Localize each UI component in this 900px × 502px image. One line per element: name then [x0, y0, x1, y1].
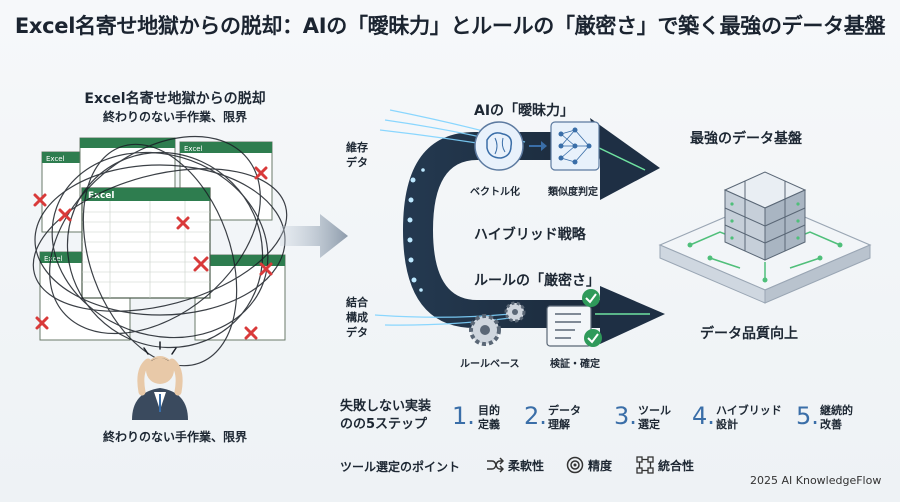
excel-window-label: Excel — [46, 155, 65, 163]
gear-icon — [469, 301, 526, 346]
svg-text:Excel: Excel — [184, 145, 203, 153]
step-text: 継続的 改善 — [820, 404, 853, 431]
server-stack-icon — [723, 171, 807, 261]
rule-base-label: ルールベース — [460, 359, 520, 370]
copyright: 2025 AI KnowledgeFlow — [750, 474, 882, 487]
brain-icon — [474, 121, 524, 171]
point-item: 精度 — [566, 455, 646, 475]
target-icon — [566, 456, 584, 474]
similarity-label: 類似度判定 — [548, 187, 598, 198]
hybrid-strategy-label: ハイブリッド戦略 — [474, 227, 586, 243]
point-label: 精度 — [588, 459, 613, 473]
point-label: 柔軟性 — [508, 459, 545, 473]
data-quality-label: データ品質向上 — [700, 326, 798, 342]
data-platform-illustration — [658, 171, 872, 304]
upper-arrow-head — [590, 118, 660, 200]
step-text: データ 理解 — [548, 404, 581, 431]
stressed-person-icon — [132, 341, 188, 420]
neural-network-icon — [550, 121, 600, 171]
step-text: ツール 選定 — [638, 404, 671, 431]
step-number: 1. — [452, 402, 475, 430]
verify-label: 検証・確定 — [550, 359, 600, 370]
integration-icon — [636, 456, 654, 474]
checklist-icon — [546, 289, 602, 347]
page-title: Excel名寄せ地獄からの脱却：AIの「曖昧力」とルールの「厳密さ」で築く最強の… — [14, 14, 886, 38]
svg-text:Excel: Excel — [44, 255, 63, 263]
lower-arrow-head — [600, 286, 665, 344]
hybrid-flow-diagram — [374, 109, 665, 347]
excel-chaos-illustration: Excel Excel Excel Excel — [32, 135, 288, 420]
svg-text:Excel: Excel — [88, 191, 114, 201]
step-number: 5. — [796, 402, 819, 430]
transition-arrow-icon — [280, 214, 348, 258]
flexibility-icon — [487, 457, 504, 473]
existing-data-label: 維存 デタ — [346, 141, 368, 169]
right-title: 最強のデータ基盤 — [690, 131, 802, 147]
step-number: 4. — [692, 402, 715, 430]
step-text: ハイブリッド 設計 — [716, 404, 782, 431]
ai-ambiguity-title: AIの「曖昧力」 — [474, 103, 575, 119]
step-number: 3. — [614, 402, 637, 430]
error-x-icon — [33, 166, 273, 340]
step-number: 2. — [524, 402, 547, 430]
points-title: ツール選定のポイント — [340, 460, 461, 474]
step-text: 目的 定義 — [478, 404, 500, 431]
point-label: 統合性 — [658, 459, 695, 473]
left-heading: Excel名寄せ地獄からの脱却 — [84, 91, 266, 107]
point-item: 統合性 — [636, 455, 726, 475]
left-subheading: 終わりのない手作業、限界 — [102, 110, 247, 124]
left-bottom-caption: 終わりのない手作業、限界 — [102, 430, 247, 444]
vectorize-label: ベクトル化 — [470, 187, 520, 198]
steps-title: 失敗しない実装 のの5ステップ — [340, 399, 432, 432]
combined-data-label: 結合 構成 デタ — [346, 296, 368, 339]
point-item: 柔軟性 — [486, 455, 576, 475]
spreadsheet-window-main: Excel — [81, 187, 211, 299]
rule-strictness-title: ルールの「厳密さ」 — [474, 273, 600, 289]
